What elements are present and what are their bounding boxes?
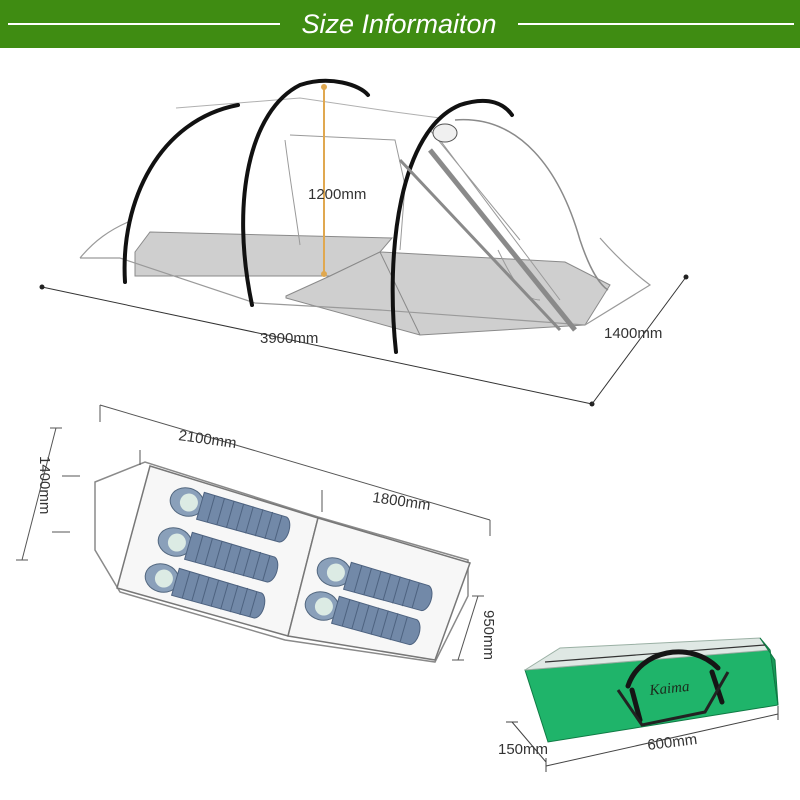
carry-bag: Kaima 600mm 150mm (498, 637, 779, 772)
inner-length-label: 1800mm (371, 489, 431, 514)
bag-diameter-label: 150mm (498, 741, 548, 758)
height-marker-bottom (321, 271, 327, 277)
banner-title: Size Informaiton (301, 9, 497, 39)
length-dim-endpoint-left (39, 284, 45, 290)
total-length-label: 2100mm (177, 427, 237, 452)
tent-door-curtain (284, 139, 301, 246)
bag-strap (616, 671, 730, 727)
bag-end-face (759, 637, 779, 706)
tent-length-dimension-line (41, 286, 593, 405)
floor-divider (379, 251, 421, 336)
bag-zipper (544, 644, 766, 663)
sleeping-bag (169, 487, 291, 543)
total-length-dimension-line (99, 404, 491, 521)
sleeping-bag (144, 563, 266, 619)
banner-rule-left (8, 23, 280, 25)
sleeping-bag (157, 527, 279, 583)
bag-length-label: 600mm (646, 731, 698, 754)
tent-pole-rear (122, 103, 240, 284)
floor-width-label: 1400mm (36, 456, 53, 514)
size-diagram: 1200mm 3900mm 1400mm (16, 78, 779, 772)
bag-length-dimension-line (545, 713, 779, 767)
width-dim-endpoint-top (683, 274, 689, 280)
tent-front-frame (454, 119, 609, 291)
tent-fabric-outline (79, 221, 652, 326)
sleeping-bag (304, 591, 421, 646)
tent-length-label: 3900mm (260, 330, 318, 347)
end-width-dimension-line (457, 595, 479, 661)
sleeping-bags (144, 487, 433, 646)
bag-handle (625, 649, 725, 723)
tent-pole-middle (241, 78, 370, 307)
floor-plan: 2100mm 1800mm 1400mm 950mm (16, 404, 497, 663)
bag-brand-label: Kaima (648, 679, 690, 699)
sleeping-bag (316, 557, 433, 612)
floor-width-dimension-line (21, 427, 57, 561)
end-width-label: 950mm (480, 610, 497, 660)
tent-roof-ridge (175, 97, 441, 119)
bag-diameter-dimension-line (511, 721, 547, 763)
tent-door-frame (289, 134, 406, 251)
tent-width-dimension-line (591, 276, 687, 405)
tent-width-label: 1400mm (604, 325, 662, 342)
tent-pole-front (390, 98, 514, 354)
header-banner: Size Informaiton (0, 0, 800, 48)
height-marker-top (321, 84, 327, 90)
tent-hub (432, 123, 458, 143)
tent-front-strut-2 (398, 158, 562, 332)
banner-rule-right (518, 23, 794, 25)
tent-illustration: 1200mm 3900mm 1400mm (39, 78, 689, 407)
tent-front-strut (428, 148, 577, 332)
tent-height-label: 1200mm (308, 186, 366, 203)
